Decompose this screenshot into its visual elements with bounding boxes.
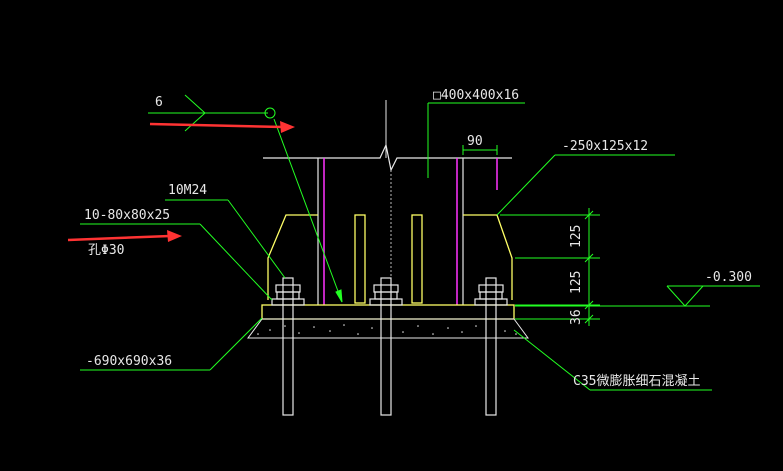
rib-plates [267, 214, 513, 304]
rib-plate-label: -250x125x12 [562, 139, 648, 154]
base-plate-label: -690x690x36 [86, 354, 172, 369]
dim-upper-label: 125 [569, 225, 584, 248]
anchor-bolt-right [474, 277, 508, 416]
red-arrow-upper [149, 121, 295, 133]
hole-label: 孔Φ30 [88, 243, 124, 258]
column-break-line [263, 143, 512, 172]
shim-plate-label: 10-80x80x25 [84, 208, 170, 223]
dim-plate-label: 36 [569, 309, 584, 325]
anchor-bolt-center [369, 277, 403, 416]
dim-lower-label: 125 [569, 271, 584, 294]
leader-lines [80, 94, 760, 391]
weld-size-label: 6 [155, 95, 163, 110]
grout-pad [247, 318, 529, 339]
elevation-label: -0.300 [705, 270, 752, 285]
stiffener-spacing-label: 90 [467, 134, 483, 149]
anchor-bolt-left [271, 277, 305, 416]
red-arrow-lower [67, 230, 182, 242]
column-section-label: □400x400x16 [433, 88, 519, 103]
grout-label: C35微膨胀细石混凝土 [573, 373, 700, 389]
stiffener-lines [323, 158, 498, 305]
anchor-bolt-label: 10M24 [168, 183, 207, 198]
